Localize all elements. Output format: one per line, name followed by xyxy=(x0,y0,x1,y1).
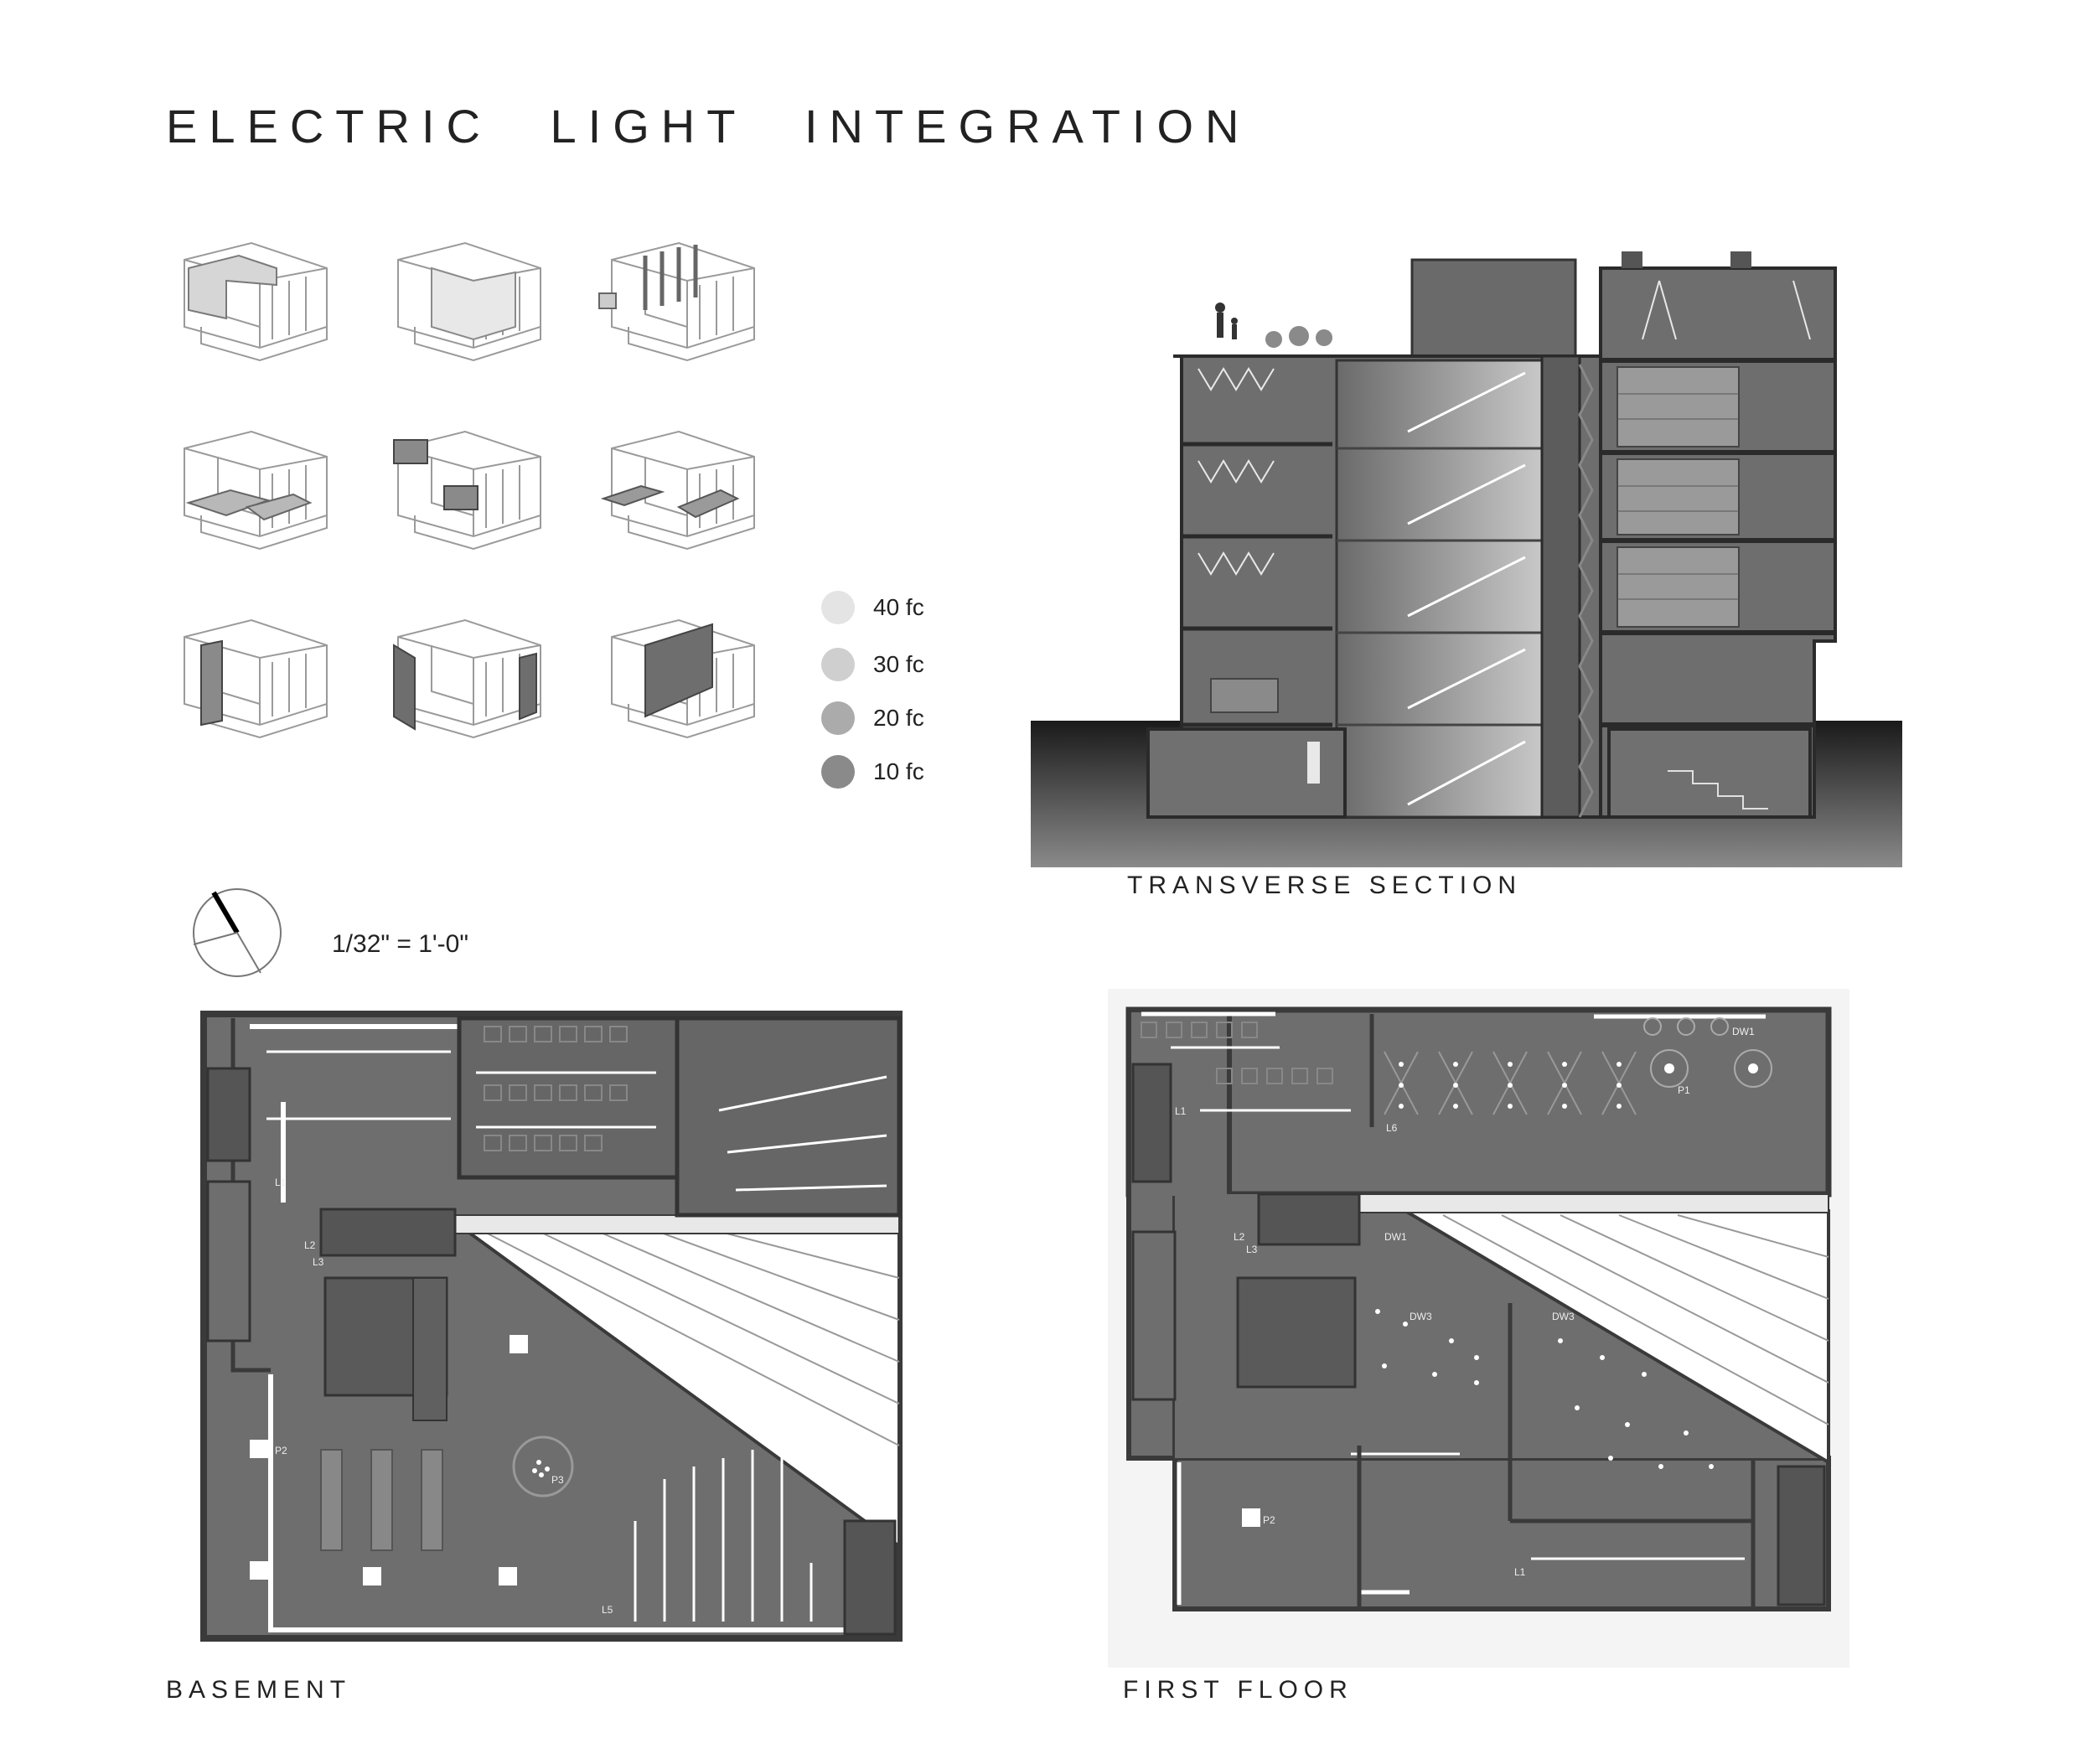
axo-diagram-7 xyxy=(184,619,328,738)
axo-diagram-1 xyxy=(184,242,328,361)
first-tag-dw1-stair: DW1 xyxy=(1384,1231,1407,1243)
basement-tag-l5: L5 xyxy=(602,1604,613,1616)
page-title: ELECTRIC LIGHT INTEGRATION xyxy=(166,100,1251,153)
basement-tag-l3: L3 xyxy=(313,1256,324,1268)
legend-swatch-30fc xyxy=(821,648,855,681)
first-tag-p2: P2 xyxy=(1263,1514,1275,1526)
legend-label: 40 fc xyxy=(873,594,924,620)
legend-label: 30 fc xyxy=(873,651,924,677)
axo-diagram-8 xyxy=(393,619,541,738)
first-tag-dw3-east: DW3 xyxy=(1552,1311,1575,1322)
legend-item-40fc: 40 fc xyxy=(821,591,989,626)
axo-diagram-3 xyxy=(598,242,755,361)
basement-caption: BASEMENT xyxy=(166,1676,352,1704)
legend-item-10fc: 10 fc xyxy=(821,755,989,790)
section-caption: TRANSVERSE SECTION xyxy=(1127,872,1523,899)
first-floor-plan: DW1 DW1 DW3 DW3 L1 L1 L2 L3 L6 P1 P2 xyxy=(1108,989,1849,1668)
first-tag-l6: L6 xyxy=(1386,1122,1398,1134)
first-tag-l1-south: L1 xyxy=(1514,1566,1526,1578)
legend-swatch-40fc xyxy=(821,591,855,624)
legend-label: 20 fc xyxy=(873,705,924,731)
legend-label: 10 fc xyxy=(873,758,924,784)
legend-item-20fc: 20 fc xyxy=(821,701,989,737)
legend-swatch-20fc xyxy=(821,701,855,735)
legend-item-30fc: 30 fc xyxy=(821,648,989,683)
basement-tag-l2: L2 xyxy=(304,1239,316,1251)
north-arrow-icon xyxy=(193,888,282,977)
legend-swatch-10fc xyxy=(821,755,855,789)
first-tag-dw3: DW3 xyxy=(1410,1311,1432,1322)
axo-diagram-2 xyxy=(397,242,541,361)
basement-tag-l1: L1 xyxy=(275,1177,287,1188)
first-tag-l3: L3 xyxy=(1246,1244,1258,1255)
scale-label: 1/32" = 1'-0" xyxy=(332,930,468,958)
axo-diagram-9 xyxy=(611,619,755,738)
first-tag-p1: P1 xyxy=(1678,1084,1690,1096)
basement-plan: P2 P3 L1 L2 L3 L5 xyxy=(200,1011,903,1642)
first-tag-dw1: DW1 xyxy=(1732,1026,1755,1037)
axo-diagram-5 xyxy=(393,431,541,550)
first-floor-caption: FIRST FLOOR xyxy=(1123,1676,1353,1704)
basement-tag-p3: P3 xyxy=(551,1474,564,1486)
transverse-section-drawing xyxy=(1031,251,1902,867)
axo-diagram-6 xyxy=(600,431,755,550)
axonometric-diagram-grid xyxy=(184,242,755,738)
first-tag-l1: L1 xyxy=(1175,1105,1187,1117)
first-tag-l2: L2 xyxy=(1234,1231,1245,1243)
basement-tag-p2: P2 xyxy=(275,1445,287,1456)
axo-diagram-4 xyxy=(184,431,328,550)
